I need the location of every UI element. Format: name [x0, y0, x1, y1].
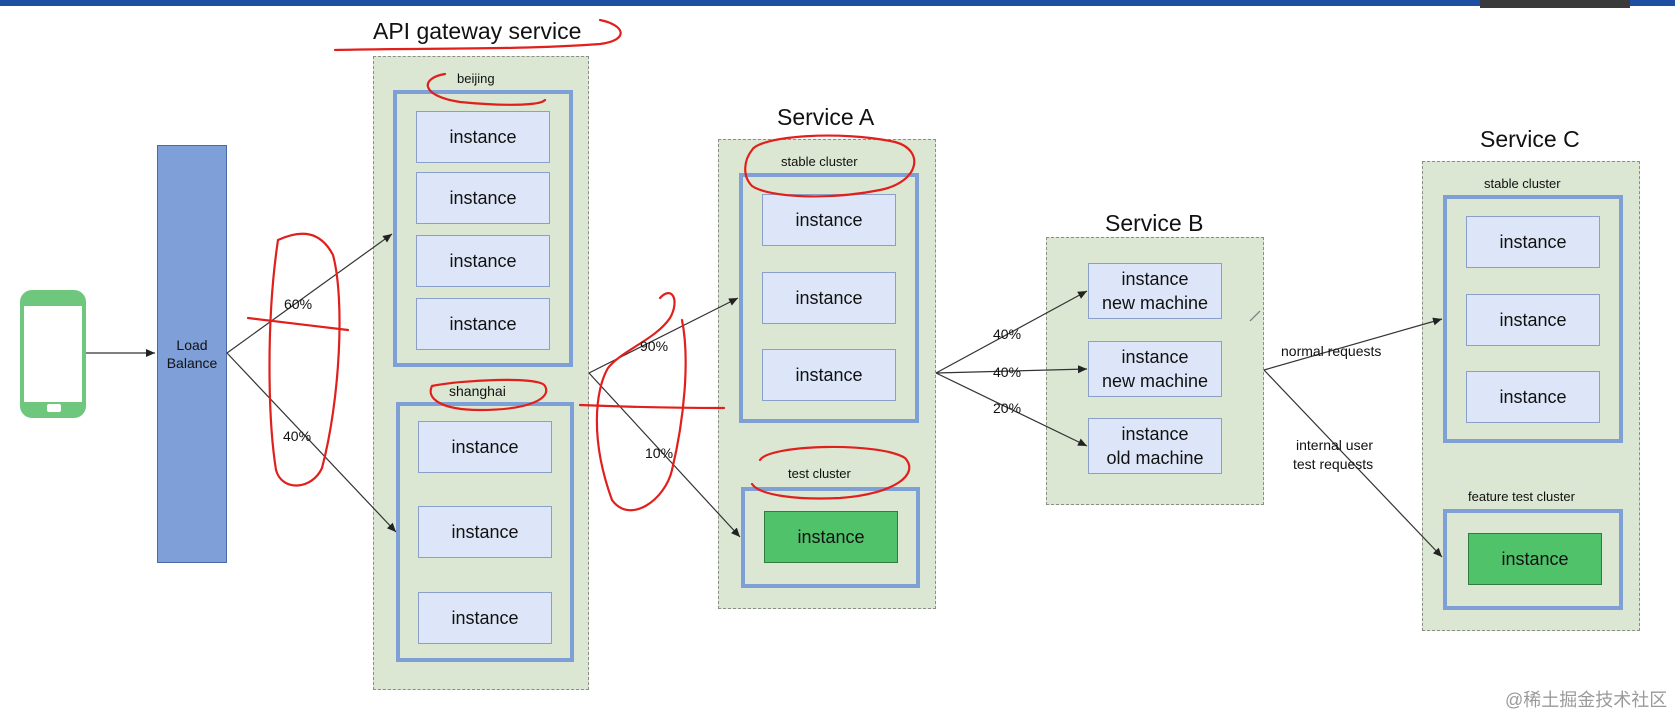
load-balance-label-line2: Balance [166, 355, 218, 371]
red-circle-percent-gw [595, 292, 687, 512]
service-c-stable-label: stable cluster [1484, 176, 1561, 191]
pencil-cursor-icon [1249, 310, 1261, 322]
edge-label-internal-user: internal user [1296, 437, 1374, 453]
service-a-test-instance: instance [764, 511, 898, 563]
service-c-feature-instance: instance [1468, 533, 1602, 585]
service-a-stable-instance-3: instance [762, 349, 896, 401]
service-c-title: Service C [1480, 126, 1580, 152]
service-a-stable-cluster [739, 173, 919, 423]
load-balance-label-line1: Load [176, 337, 208, 353]
service-b-instance-3-line2: old machine [1106, 448, 1204, 468]
pct-a-b2: 40% [993, 364, 1022, 380]
service-a-stable-label: stable cluster [781, 154, 858, 169]
beijing-cluster [393, 90, 573, 367]
red-underline-api-gateway [333, 18, 622, 52]
shanghai-instance-1: instance [418, 421, 552, 473]
beijing-label: beijing [457, 71, 495, 86]
shanghai-cluster [396, 402, 574, 662]
beijing-instance-2: instance [416, 172, 550, 224]
service-a-stable-instance-2: instance [762, 272, 896, 324]
pct-a-b3: 20% [993, 400, 1022, 416]
edge-label-normal-requests: normal requests [1281, 343, 1382, 359]
service-b-instance-1-line1: instance [1121, 269, 1189, 289]
edge-label-test-requests: test requests [1293, 456, 1374, 472]
service-c-stable-instance-2: instance [1466, 294, 1600, 346]
arrow-a-to-b1 [935, 290, 1088, 374]
api-gateway-title: API gateway service [373, 18, 582, 44]
beijing-instance-3: instance [416, 235, 550, 287]
phone-home-button [47, 404, 61, 412]
red-strike-60 [246, 316, 350, 332]
service-b-instance-3: instance old machine [1088, 418, 1222, 474]
red-circle-stable-cluster [744, 134, 916, 198]
pct-a-b1: 40% [993, 326, 1022, 342]
service-c-stable-cluster [1443, 195, 1623, 443]
red-circle-percent-lb [268, 232, 341, 487]
beijing-instance-4: instance [416, 298, 550, 350]
shanghai-label: shanghai [449, 383, 506, 399]
load-balance-box: Load Balance [157, 145, 227, 563]
service-b-instance-2-line1: instance [1121, 347, 1189, 367]
service-c-stable-instance-1: instance [1466, 216, 1600, 268]
video-thumbnail [1480, 0, 1630, 8]
service-c-feature-cluster [1443, 509, 1623, 610]
arrow-gw-to-stable [588, 297, 739, 374]
service-a-stable-instance-1: instance [762, 194, 896, 246]
arrow-b-to-c-feature [1263, 369, 1443, 558]
mobile-phone-icon [20, 290, 86, 418]
red-circle-beijing [426, 72, 547, 106]
watermark: @稀土掘金技术社区 [1505, 690, 1668, 710]
service-a-title: Service A [777, 104, 875, 130]
red-circle-test-cluster [750, 445, 911, 500]
arrow-lb-to-beijing [226, 233, 393, 354]
red-circle-shanghai [429, 378, 548, 412]
service-c-feature-label: feature test cluster [1468, 489, 1575, 504]
service-b-instance-1-line2: new machine [1101, 293, 1209, 313]
service-b-instance-2-line2: new machine [1101, 371, 1209, 391]
arrow-gw-to-test [588, 372, 741, 538]
shanghai-instance-2: instance [418, 506, 552, 558]
arrow-a-to-b2 [935, 365, 1088, 374]
top-bar [0, 0, 1675, 6]
red-strike-gw [578, 403, 726, 410]
pct-gw-test: 10% [645, 445, 674, 461]
service-c-stable-instance-3: instance [1466, 371, 1600, 423]
pct-lb-beijing: 60% [284, 296, 313, 312]
pct-lb-shanghai: 40% [283, 428, 312, 444]
pct-gw-stable: 90% [640, 338, 669, 354]
beijing-instance-1: instance [416, 111, 550, 163]
service-b-instance-2: instance new machine [1088, 341, 1222, 397]
arrow-a-to-b3 [935, 372, 1088, 447]
phone-top-bezel [24, 294, 82, 306]
service-a-test-label: test cluster [788, 466, 851, 481]
service-b-title: Service B [1105, 210, 1204, 236]
service-b-instance-3-line1: instance [1121, 424, 1189, 444]
shanghai-instance-3: instance [418, 592, 552, 644]
service-b-instance-1: instance new machine [1088, 263, 1222, 319]
service-a-test-cluster [741, 487, 920, 588]
arrow-b-to-c-stable [1263, 317, 1443, 371]
arrow-lb-to-shanghai [226, 352, 397, 533]
